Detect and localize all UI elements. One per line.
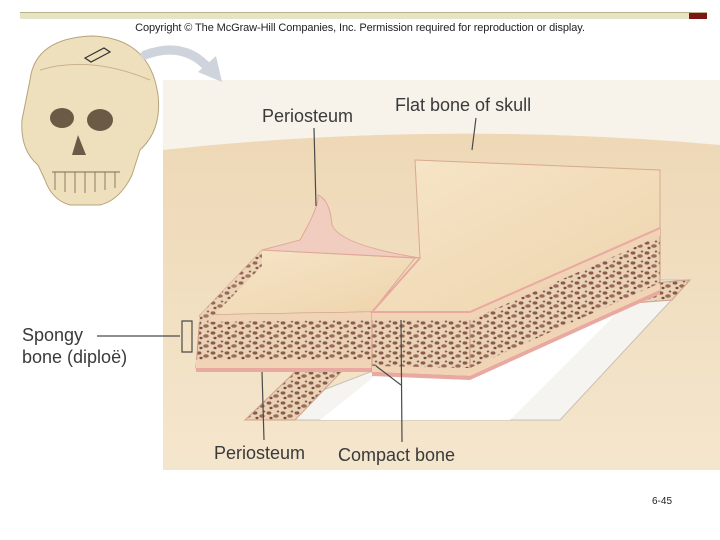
bone-block-right	[369, 159, 661, 380]
leader-lines	[97, 117, 477, 443]
top-rule-accent	[689, 13, 707, 19]
skull-drawing	[21, 35, 160, 206]
leader-periosteum-bottom	[261, 371, 265, 441]
magnify-arrow	[140, 45, 215, 75]
label-spongy-line1: Spongy	[22, 325, 84, 345]
label-periosteum-bottom: Periosteum	[214, 443, 306, 463]
label-compact-bone: Compact bone	[338, 445, 456, 465]
magnify-arrow-head	[198, 56, 222, 82]
copyright-notice: Copyright © The McGraw-Hill Companies, I…	[135, 22, 585, 34]
label-spongy-line2: bone (diploë)	[22, 347, 128, 367]
page-number: 6-45	[652, 496, 673, 507]
spongy-bracket	[181, 320, 193, 353]
label-periosteum-top: Periosteum	[262, 106, 354, 126]
top-rule	[20, 12, 707, 19]
leader-flat-bone	[471, 117, 477, 151]
leader-compact-bone	[400, 319, 403, 443]
label-flat-bone-of-skull: Flat bone of skull	[395, 95, 532, 115]
leader-compact-bone-branch	[375, 365, 402, 386]
bone-block-left	[195, 194, 421, 372]
leader-periosteum-top	[313, 127, 317, 207]
